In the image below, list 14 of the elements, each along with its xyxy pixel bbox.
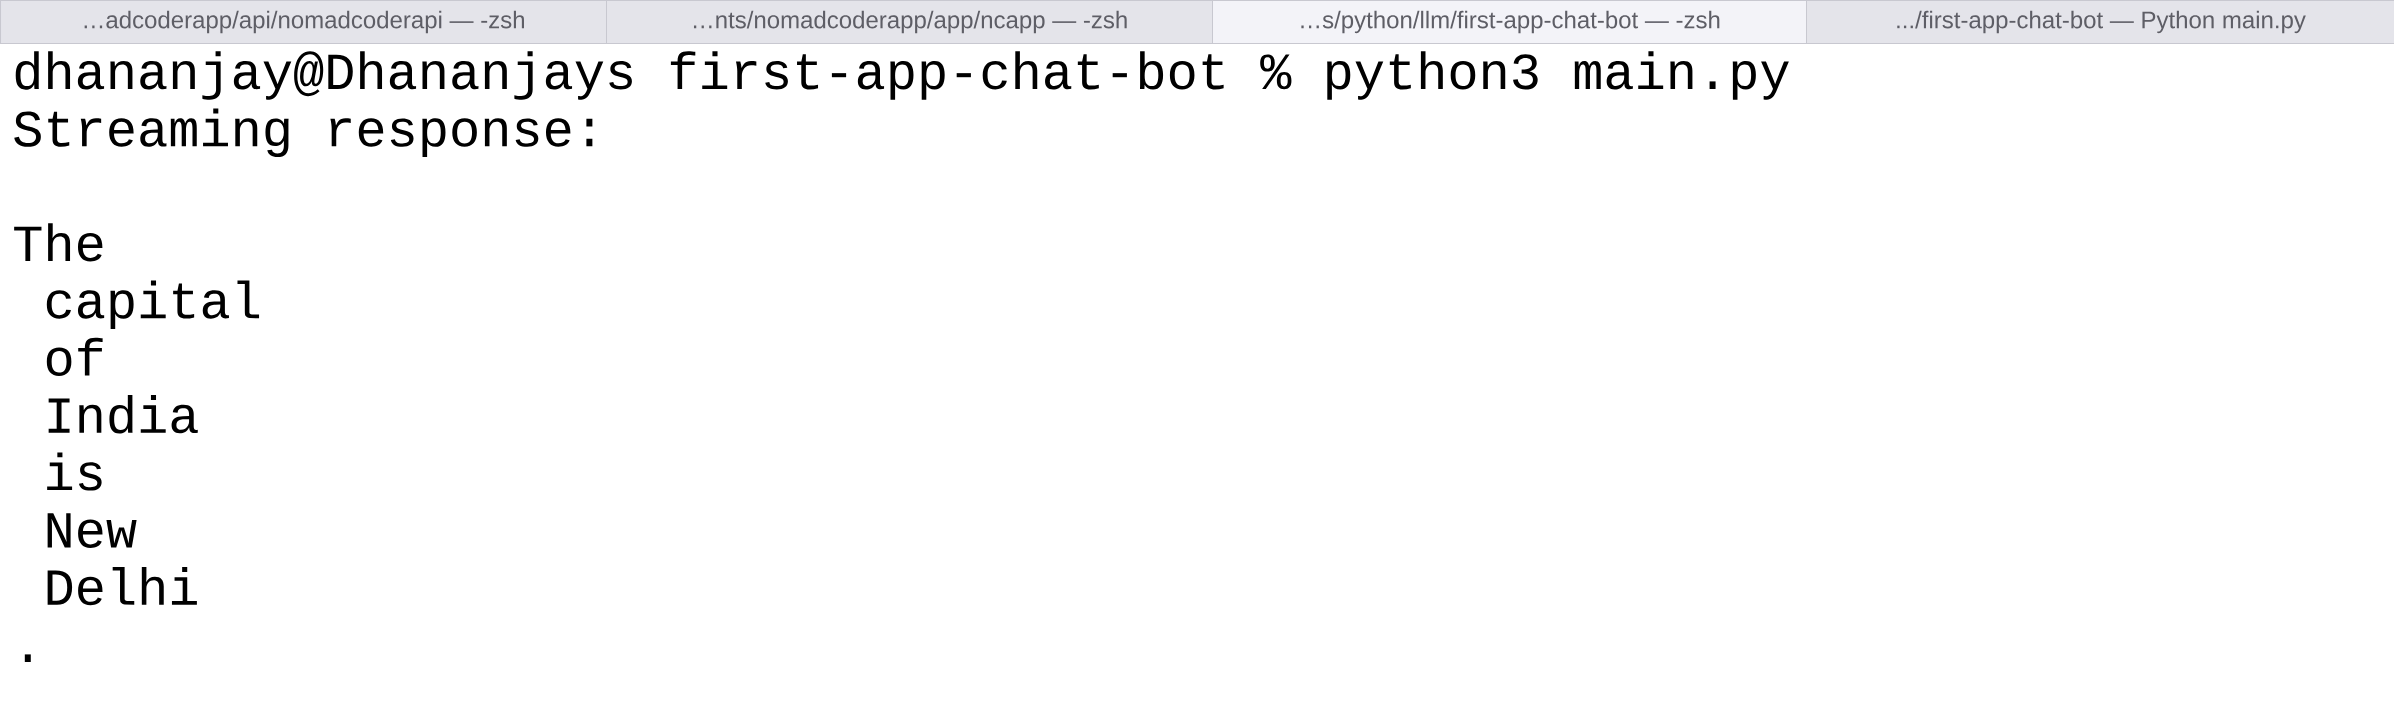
terminal-output-line: The: [14, 223, 103, 262]
terminal-output-line: of: [46, 337, 103, 376]
tab: …adcoderapp/api/nomadcoderapi — -zsh: [0, 0, 607, 44]
terminal-output-line: New: [47, 513, 137, 548]
terminal-output-line: Streaming response:: [14, 108, 593, 158]
terminal-output-line: dhananjay@Dhananjays first-app-chat-bot % python3 main.py: [15, 51, 1789, 100]
tab: …nts/nomadcoderapp/app/ncapp — -zsh: [606, 0, 1213, 44]
terminal-output-line: .: [24, 654, 31, 662]
terminal-output-line: capital: [46, 280, 260, 329]
terminal-output-line: India: [48, 395, 198, 434]
tab: …s/python/llm/first-app-chat-bot — -zsh: [1212, 0, 1807, 44]
terminal-output-line: Delhi: [47, 567, 197, 606]
terminal-output-line: is: [47, 452, 102, 491]
tab: .../first-app-chat-bot — Python main.py: [1806, 0, 2394, 44]
